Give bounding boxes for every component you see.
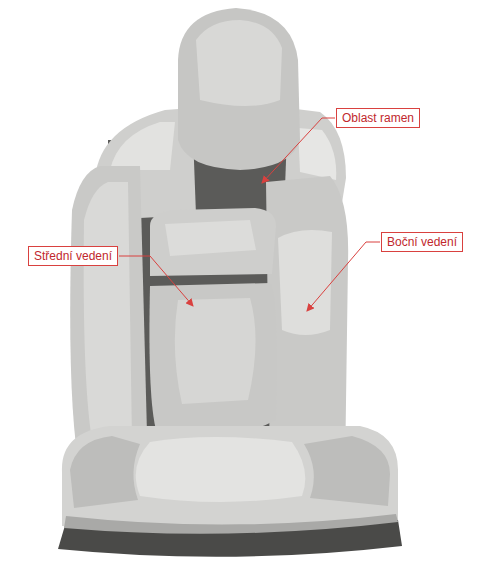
leader-lines	[119, 118, 380, 311]
seat-drawing	[58, 8, 402, 557]
callout-label: Oblast ramen	[342, 111, 414, 125]
callout-label: Střední vedení	[34, 249, 112, 263]
callout-label: Boční vedení	[387, 235, 457, 249]
callout-box: Oblast ramen	[336, 108, 420, 128]
callout-box: Střední vedení	[28, 246, 118, 266]
leader-line	[307, 242, 380, 311]
callout-box: Boční vedení	[381, 232, 463, 252]
leader-line	[119, 256, 193, 306]
leader-line	[262, 118, 335, 183]
